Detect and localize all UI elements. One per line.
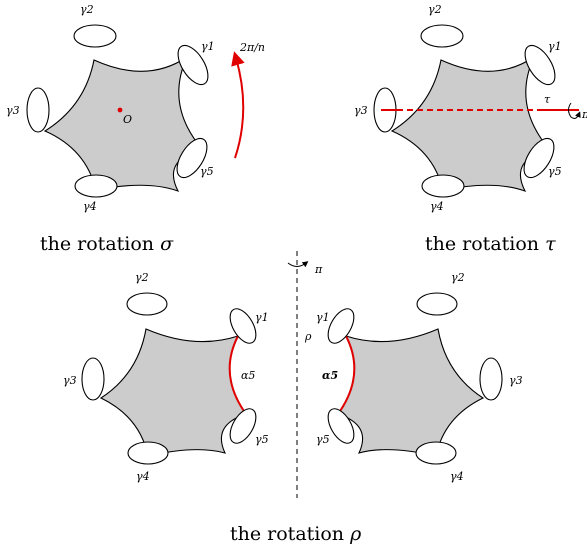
rho-right-label-gamma1: γ1 [316,311,330,324]
sigma-label-gamma2: γ2 [80,3,94,16]
rho-left-cuff-gamma1 [229,308,257,344]
sigma-cuff-gamma3 [26,87,50,133]
tau-label-gamma4: γ4 [430,200,444,213]
sigma-angle-label: 2π/n [239,41,265,54]
sigma-cuff-gamma4 [74,174,118,198]
rho-left-label-gamma5: γ5 [255,433,269,446]
rho-right-label-gamma2: γ2 [451,271,465,284]
rho-left-label-gamma3: γ3 [63,374,77,387]
tau-cuff-gamma5 [523,137,555,179]
sigma-label-gamma5: γ5 [200,165,214,178]
rho-right-cuff-gamma1 [327,308,355,344]
rho-left-arc-alpha5 [228,335,247,415]
tau-label-gamma2: γ2 [428,3,442,16]
tau-label-gamma5: γ5 [548,165,562,178]
tau-panel: γ1 γ2 γ3 γ4 γ5 τ π the rotation τ [354,3,587,255]
rho-right-label-gamma4: γ4 [450,470,464,483]
sigma-cuff-gamma1 [177,44,209,86]
sigma-panel: γ1 γ2 γ3 γ4 γ5 O 2π/n the rotation σ [6,3,265,255]
rho-left-cuff-gamma5 [229,408,257,444]
tau-cuff-gamma1 [524,44,556,86]
sigma-label-gamma1: γ1 [201,40,215,53]
tau-label-gamma1: γ1 [548,40,562,53]
rho-right-label-gamma5: γ5 [316,433,330,446]
rho-right-arc-alpha5 [337,335,356,415]
sigma-cuff-gamma5 [176,137,208,179]
rho-left-label-alpha5: α5 [241,369,255,382]
rho-angle-label: π [314,263,323,276]
rho-right-label-alpha5: α5 [322,369,338,382]
sigma-label-gamma4: γ4 [83,200,97,213]
rho-left-cuff-gamma3 [81,357,105,401]
rho-caption: the rotation ρ [230,523,362,545]
rho-panel: γ1 γ2 γ3 γ4 γ5 α5 π ρ γ1 γ2 γ3 γ4 γ5 α5 … [63,251,523,545]
rho-right-cuff-gamma5 [327,408,355,444]
rho-left-label-gamma1: γ1 [255,311,269,324]
tau-label-gamma3: γ3 [354,104,368,117]
rho-axis-label: ρ [304,330,312,343]
sigma-rotation-arrow [231,51,245,159]
rho-right-label-gamma3: γ3 [509,374,523,387]
tau-axis-label: τ [544,93,551,106]
rho-right-cuff-gamma2 [416,292,458,316]
sigma-cuff-gamma2 [73,24,117,48]
tau-rotation-arrow [568,102,581,119]
rho-left-label-gamma2: γ2 [135,271,149,284]
tau-cuff-gamma2 [420,24,464,48]
rho-left-cuff-gamma4 [127,441,169,465]
tau-cuff-gamma4 [421,174,465,198]
rho-rotation-arrow [287,261,309,268]
rho-right-surface [337,328,485,457]
sigma-label-gamma3: γ3 [6,104,20,117]
sigma-center-label: O [123,113,132,126]
sigma-center-point [117,107,123,113]
tau-caption: the rotation τ [425,233,556,255]
rho-left-surface [99,328,247,457]
rho-right-cuff-gamma3 [479,357,503,401]
rho-right-cuff-gamma4 [415,441,457,465]
rho-left-cuff-gamma2 [126,292,168,316]
sigma-caption: the rotation σ [40,233,174,255]
tau-angle-label: π [581,108,587,121]
rho-left-label-gamma4: γ4 [136,470,150,483]
